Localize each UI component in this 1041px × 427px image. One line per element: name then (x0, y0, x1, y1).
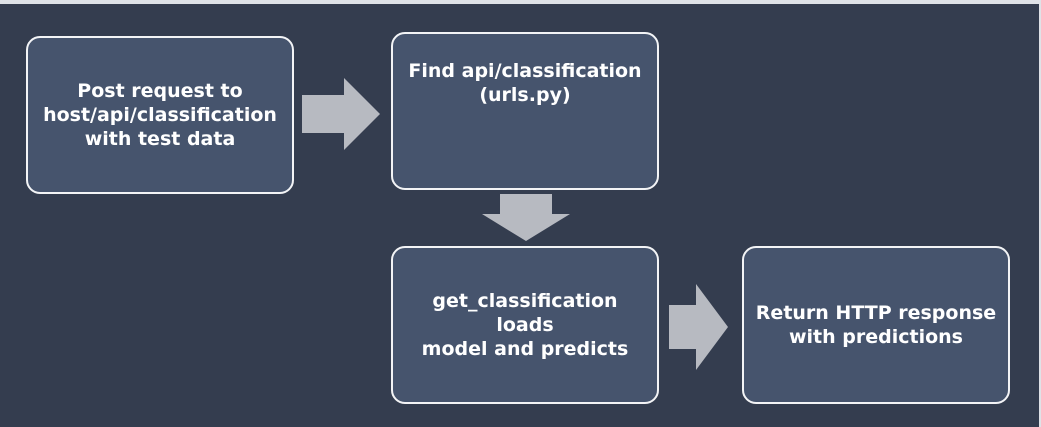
node-get-classification-line-1: get_classification loads (432, 290, 618, 336)
node-find-url: Find api/classification (urls.py) (391, 32, 659, 190)
node-post-request-label: Post request to host/api/classification … (43, 79, 277, 151)
node-find-url-line-2: (urls.py) (479, 84, 571, 106)
node-find-url-label: Find api/classification (urls.py) (408, 60, 641, 135)
node-return-response-line-1: Return HTTP response (755, 302, 997, 324)
node-get-classification-line-2: model and predicts (421, 338, 629, 360)
node-post-request-line-3: with test data (84, 128, 236, 150)
arrow-right-icon (302, 78, 380, 150)
frame-border-right (1039, 0, 1041, 427)
frame-border-top (0, 0, 1041, 4)
node-return-response-label: Return HTTP response with predictions (756, 301, 996, 349)
node-get-classification: get_classification loads model and predi… (391, 246, 659, 404)
arrow-down-icon (482, 194, 570, 241)
node-return-response: Return HTTP response with predictions (742, 246, 1010, 404)
node-find-url-line-1: Find api/classification (408, 60, 642, 82)
arrow-right-icon (669, 284, 728, 370)
node-post-request-line-2: host/api/classification (43, 104, 277, 126)
node-post-request-line-1: Post request to (77, 80, 243, 102)
node-post-request: Post request to host/api/classification … (26, 36, 294, 194)
node-get-classification-label: get_classification loads model and predi… (403, 289, 647, 361)
node-return-response-line-2: with predictions (788, 326, 963, 348)
